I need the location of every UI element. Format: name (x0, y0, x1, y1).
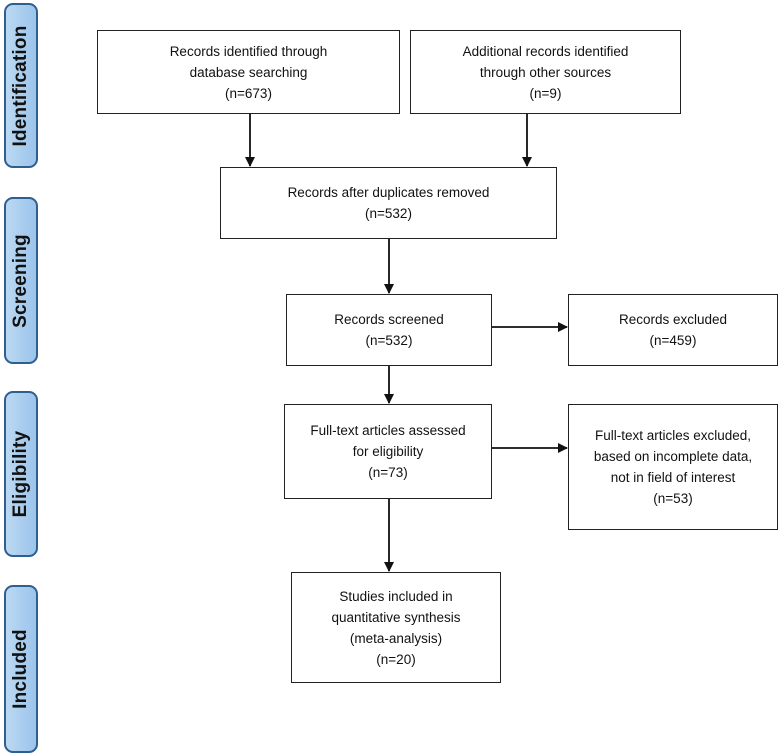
box-database-search-line2: database searching (189, 64, 308, 80)
box-studies-included-line2: quantitative synthesis (331, 609, 461, 625)
box-other-sources: Additional records identified through ot… (410, 30, 681, 114)
phase-identification-label: Identification (10, 24, 31, 147)
phase-included-label: Included (10, 629, 31, 709)
box-records-screened-line1: Records screened (334, 312, 444, 327)
box-database-search-count: (n=673) (225, 85, 272, 101)
box-database-search-line1: Records identified through (169, 43, 328, 59)
box-records-screened: Records screened (n=532) (286, 294, 492, 366)
box-fulltext-excluded: Full-text articles excluded, based on in… (568, 404, 778, 530)
box-studies-included: Studies included in quantitative synthes… (291, 572, 501, 683)
box-records-excluded-line1: Records excluded (618, 312, 728, 327)
box-fulltext-assessed: Full-text articles assessed for eligibil… (284, 404, 492, 499)
box-fulltext-excluded-line1: Full-text articles excluded, (594, 428, 752, 443)
phase-screening: Screening (4, 197, 38, 364)
box-fulltext-assessed-line1: Full-text articles assessed (310, 423, 466, 438)
box-fulltext-excluded-count: (n=53) (653, 491, 693, 506)
box-other-sources-line2: through other sources (479, 64, 612, 80)
phase-eligibility: Eligibility (4, 391, 38, 557)
box-records-screened-count: (n=532) (365, 333, 413, 348)
box-duplicates-removed-count: (n=532) (365, 206, 412, 221)
box-database-search: Records identified through database sear… (97, 30, 400, 114)
phase-identification: Identification (4, 3, 38, 168)
box-records-excluded-count: (n=459) (649, 333, 697, 348)
box-studies-included-count: (n=20) (376, 651, 416, 667)
box-duplicates-removed-line1: Records after duplicates removed (287, 185, 490, 200)
box-fulltext-assessed-count: (n=73) (368, 465, 408, 480)
box-fulltext-assessed-line2: for eligibility (352, 444, 424, 459)
box-fulltext-excluded-line3: not in field of interest (610, 470, 736, 485)
box-duplicates-removed: Records after duplicates removed (n=532) (220, 167, 557, 239)
phase-screening-label: Screening (10, 233, 31, 328)
phase-eligibility-label: Eligibility (10, 430, 31, 518)
box-records-excluded: Records excluded (n=459) (568, 294, 778, 366)
box-studies-included-line1: Studies included in (339, 588, 453, 604)
phase-included: Included (4, 585, 38, 753)
box-other-sources-count: (n=9) (529, 85, 562, 101)
box-studies-included-line3: (meta-analysis) (349, 630, 443, 646)
box-fulltext-excluded-line2: based on incomplete data, (593, 449, 753, 464)
box-other-sources-line1: Additional records identified (462, 43, 629, 59)
